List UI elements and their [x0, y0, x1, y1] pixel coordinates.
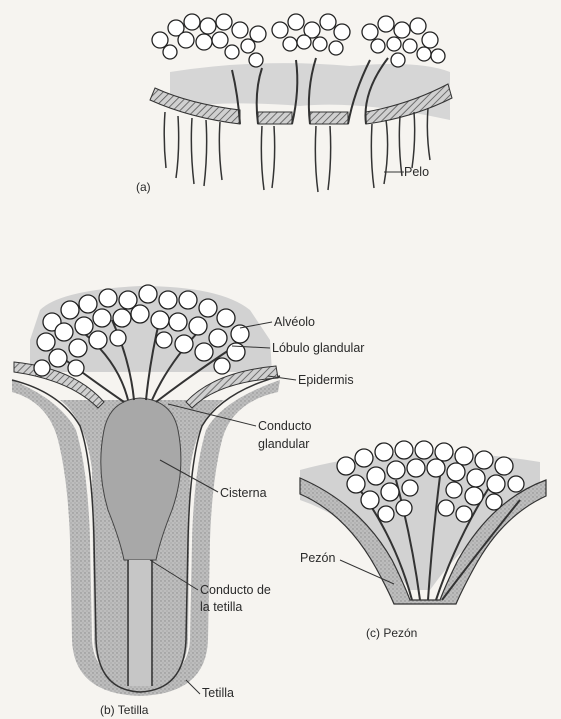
label-conducto-tetilla-line1: Conducto de: [200, 583, 271, 597]
caption-a: (a): [136, 180, 151, 194]
label-conducto-tetilla-line2: la tetilla: [200, 600, 242, 614]
label-lobulo-glandular: Lóbulo glandular: [272, 341, 364, 355]
panel-a-alveoli: [152, 14, 445, 67]
panel-b-teat-canal-fill: [129, 560, 151, 686]
panel-c-drawing: [300, 441, 546, 604]
label-epidermis: Epidermis: [298, 373, 354, 387]
label-pelo: Pelo: [404, 165, 429, 179]
caption-c: (c) Pezón: [366, 626, 417, 640]
label-tetilla: Tetilla: [202, 686, 234, 700]
label-pezon: Pezón: [300, 551, 335, 565]
caption-b: (b) Tetilla: [100, 703, 148, 717]
label-conducto-glandular-line1: Conducto: [258, 419, 312, 433]
label-cisterna: Cisterna: [220, 486, 267, 500]
panel-a-hairs: [164, 108, 430, 192]
panel-a-skin-segment: [258, 112, 292, 124]
label-alveolo: Alvéolo: [274, 315, 315, 329]
label-conducto-glandular-line2: glandular: [258, 437, 309, 451]
panel-a-skin-segment: [310, 112, 348, 124]
